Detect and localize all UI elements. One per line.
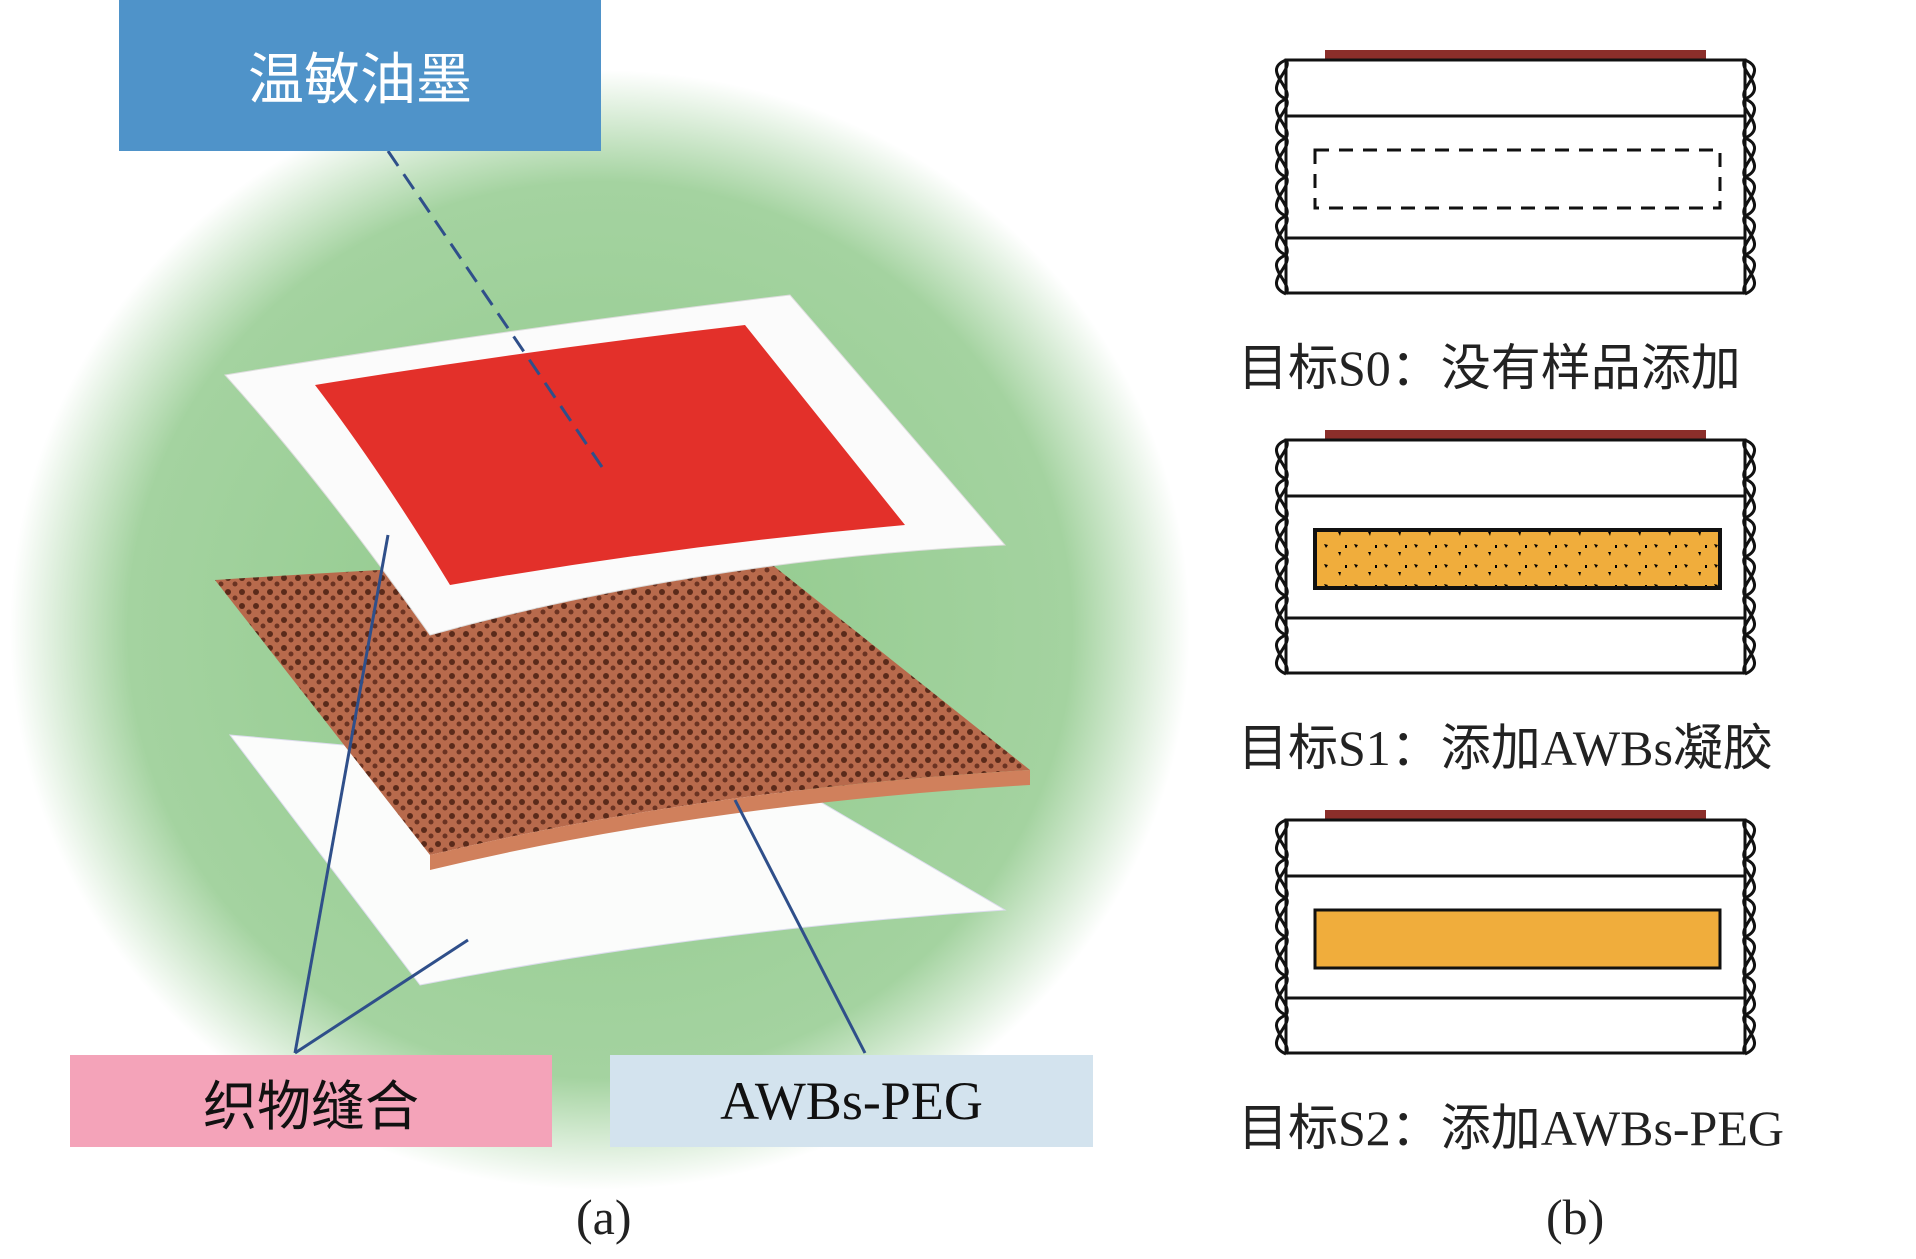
thermo-ink-bar bbox=[1325, 430, 1706, 440]
stitch-icon bbox=[1275, 439, 1289, 676]
ink-label-box bbox=[119, 0, 601, 151]
awbs-pointer bbox=[733, 799, 867, 1054]
sample-label-s2: 目标S2：添加AWBs-PEG bbox=[1238, 1100, 1785, 1156]
foam-edge bbox=[430, 770, 1030, 870]
stitch-icon bbox=[1275, 819, 1289, 1056]
sample-diagram-s2 bbox=[1275, 810, 1756, 1056]
caption-a: (a) bbox=[576, 1189, 632, 1245]
sample-label-s0: 目标S0：没有样品添加 bbox=[1238, 340, 1741, 396]
awbs-peg-label: AWBs-PEG bbox=[720, 1071, 983, 1131]
sample-diagram-s0 bbox=[1275, 50, 1756, 296]
sample-area bbox=[1313, 148, 1722, 210]
fabric-pointer-1 bbox=[293, 534, 390, 1054]
stitch-icon bbox=[1742, 439, 1756, 676]
fabric-label-box bbox=[70, 1055, 552, 1147]
fabric-label: 织物缝合 bbox=[203, 1074, 419, 1138]
ink-pointer-dashed bbox=[386, 150, 604, 468]
stitch-icon bbox=[1275, 59, 1289, 296]
ink-label: 温敏油墨 bbox=[248, 48, 472, 113]
thermo-ink-bar bbox=[1325, 50, 1706, 60]
sample-diagram-s1 bbox=[1275, 430, 1756, 676]
stitch-icon bbox=[1742, 819, 1756, 1056]
thermo-ink-bar bbox=[1325, 810, 1706, 820]
sample-area bbox=[1313, 528, 1722, 590]
caption-b: (b) bbox=[1546, 1189, 1605, 1245]
fabric-pointer-2 bbox=[294, 938, 469, 1055]
stitch-icon bbox=[1742, 59, 1756, 296]
awbs-peg-foam-layer bbox=[215, 555, 1030, 855]
sample-label-s1: 目标S1：添加AWBs凝胶 bbox=[1238, 720, 1773, 776]
sample-area bbox=[1313, 908, 1722, 970]
fabric-stack bbox=[1284, 58, 1747, 295]
ink-layer bbox=[315, 325, 905, 585]
awbs-label-box bbox=[610, 1055, 1093, 1147]
